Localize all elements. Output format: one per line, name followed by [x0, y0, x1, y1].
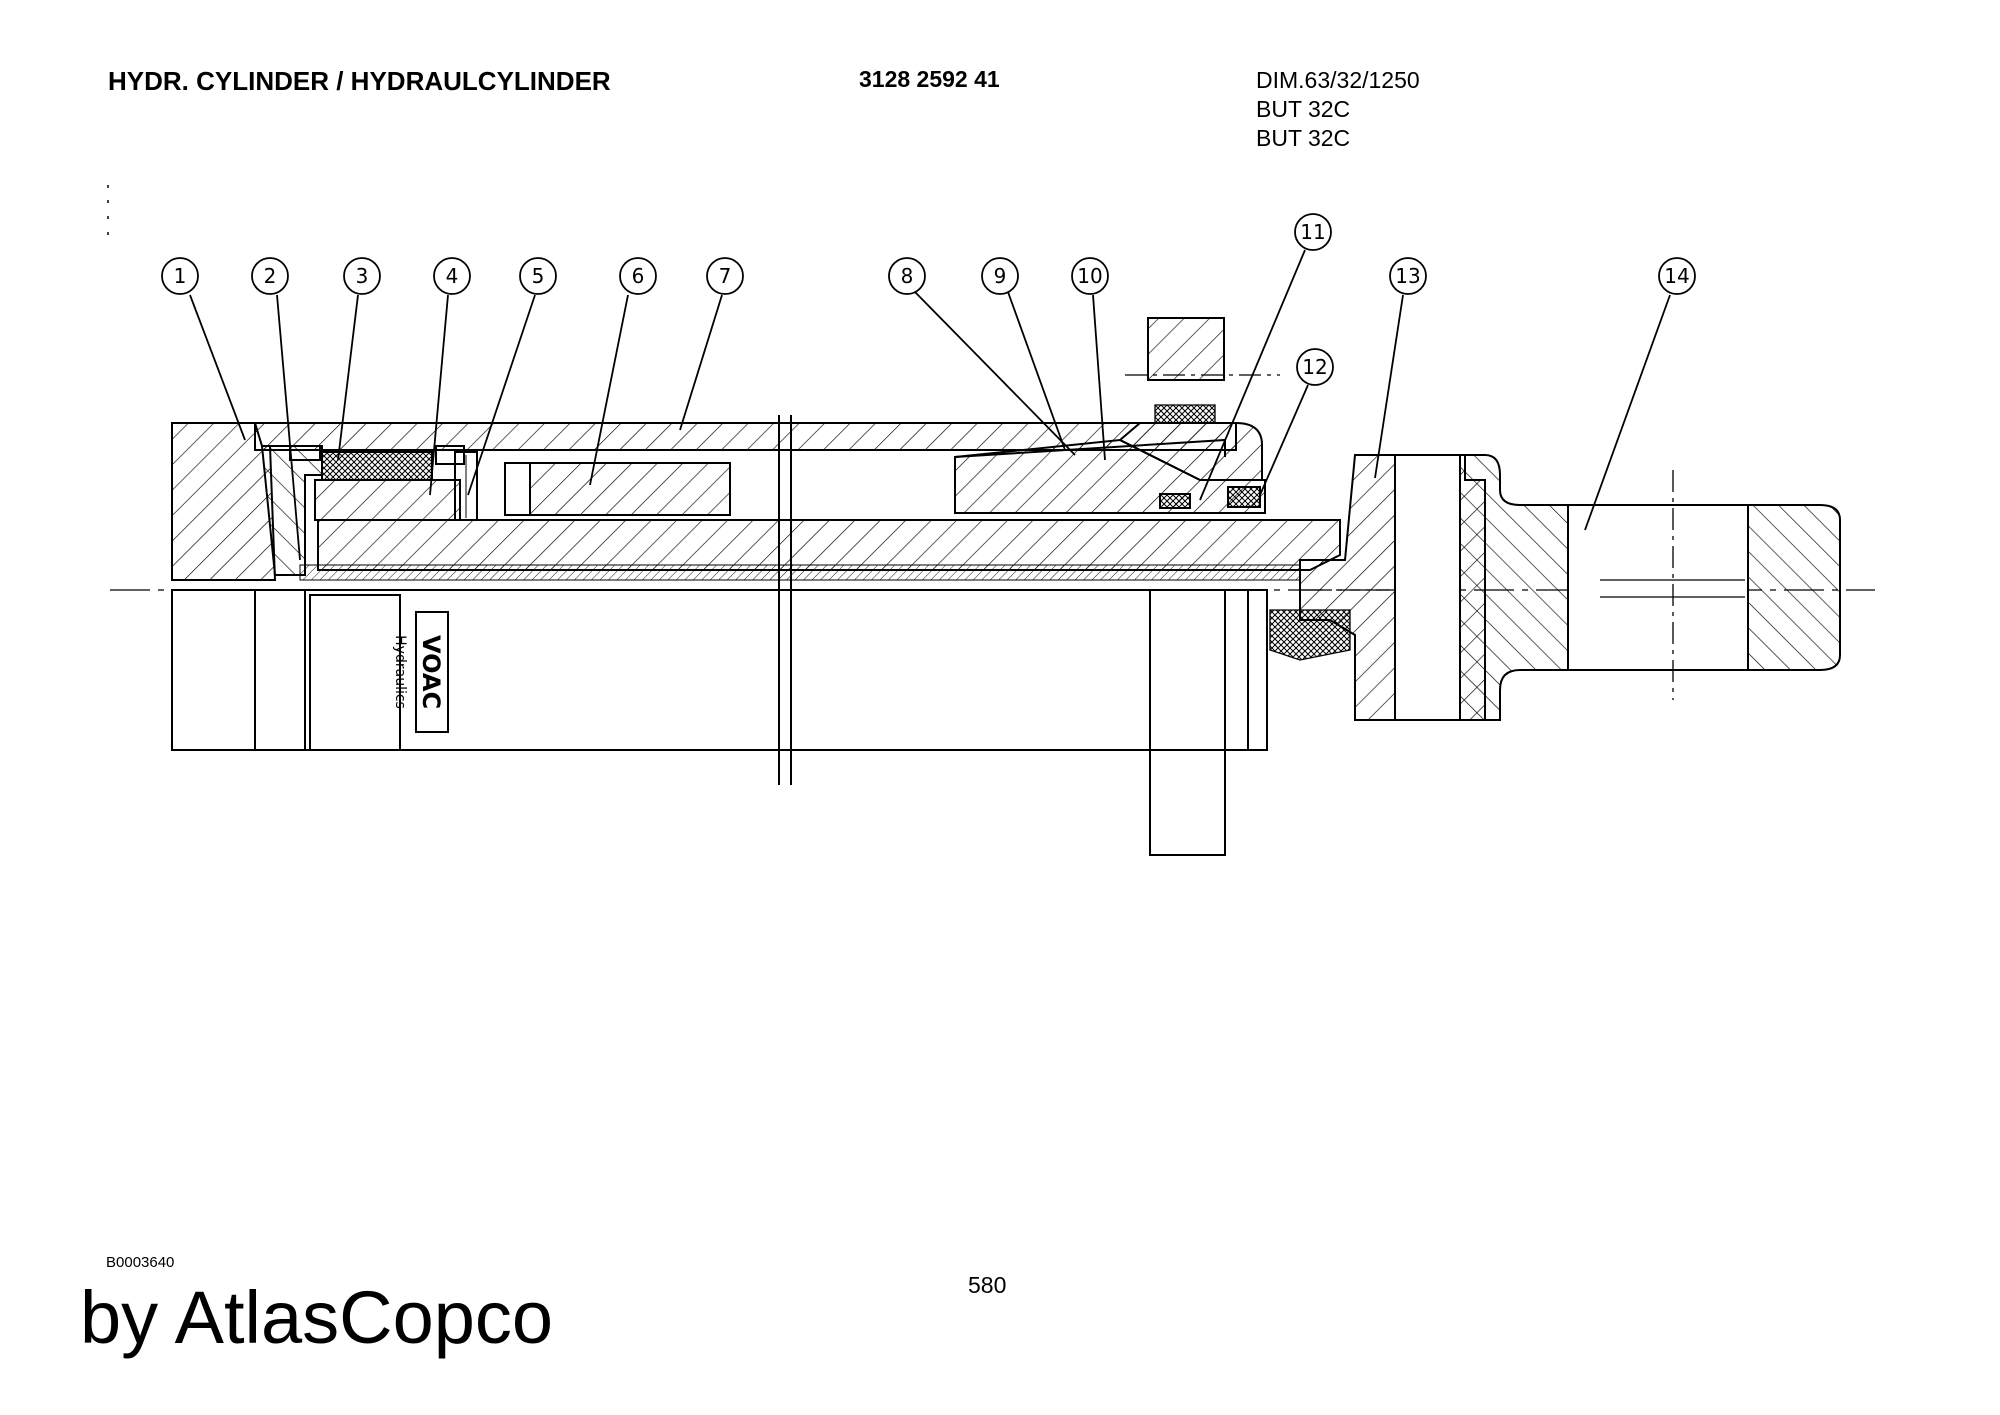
callout-label: 6 [632, 264, 645, 288]
dim-line: BUT 32C [1256, 96, 1351, 122]
callout-label: 12 [1302, 355, 1327, 379]
page-number: 580 [968, 1272, 1007, 1298]
callout-6: 6 [589, 257, 657, 486]
callout-label: 4 [446, 264, 459, 288]
wiper-seal [1159, 493, 1191, 509]
document-title: HYDR. CYLINDER / HYDRAULCYLINDER [108, 66, 611, 96]
spacer-tube [529, 462, 731, 516]
callout-label: 3 [356, 264, 369, 288]
piston [314, 479, 461, 521]
callout-label: 1 [174, 264, 187, 288]
label-plate [309, 594, 401, 751]
end-cap [171, 422, 277, 581]
callout-12: 12 [1259, 348, 1334, 496]
callout-1: 1 [161, 257, 246, 441]
callout-7: 7 [679, 257, 744, 431]
logo-subtext: Hydraulics [392, 635, 408, 709]
callout-label: 11 [1300, 220, 1325, 244]
rod-seal [1227, 486, 1261, 508]
callout-3: 3 [337, 257, 381, 461]
callout-4: 4 [429, 257, 471, 496]
callout-13: 13 [1374, 257, 1427, 479]
lower-port [1149, 589, 1226, 856]
callout-14: 14 [1584, 257, 1696, 531]
callout-label: 9 [994, 264, 1007, 288]
seal-package [321, 451, 433, 481]
callout-9: 9 [981, 257, 1066, 451]
callout-label: 8 [901, 264, 914, 288]
cylinder-outline-lower [171, 589, 1268, 751]
dim-line: DIM.63/32/1250 [1256, 67, 1420, 93]
part-number: 3128 2592 41 [859, 66, 1000, 92]
callout-label: 7 [719, 264, 732, 288]
dimension-block: DIM.63/32/1250 BUT 32C BUT 32C [1256, 66, 1420, 153]
voac-logo: VOAC Hydraulics [392, 611, 449, 733]
drawing-code: B0003640 [106, 1254, 175, 1271]
eye-bore [1567, 504, 1749, 671]
logo-text: VOAC [417, 635, 445, 709]
callout-label: 5 [532, 264, 545, 288]
callout-label: 10 [1077, 264, 1102, 288]
callout-10: 10 [1071, 257, 1109, 461]
callout-5: 5 [467, 257, 557, 496]
callouts: 1 2 3 4 5 6 7 8 9 10 11 12 13 14 [161, 213, 1696, 561]
callout-label: 2 [264, 264, 277, 288]
port-block [1147, 317, 1225, 381]
callout-2: 2 [251, 257, 301, 561]
break-lines [778, 415, 792, 785]
piston-rod [317, 519, 1341, 571]
cap-seal-area [260, 445, 323, 576]
callout-label: 13 [1395, 264, 1420, 288]
callout-11: 11 [1199, 213, 1332, 501]
callout-8: 8 [888, 257, 1076, 456]
callout-label: 14 [1664, 264, 1689, 288]
brand-footer: by AtlasCopco [80, 1276, 554, 1359]
dim-line: BUT 32C [1256, 125, 1351, 151]
